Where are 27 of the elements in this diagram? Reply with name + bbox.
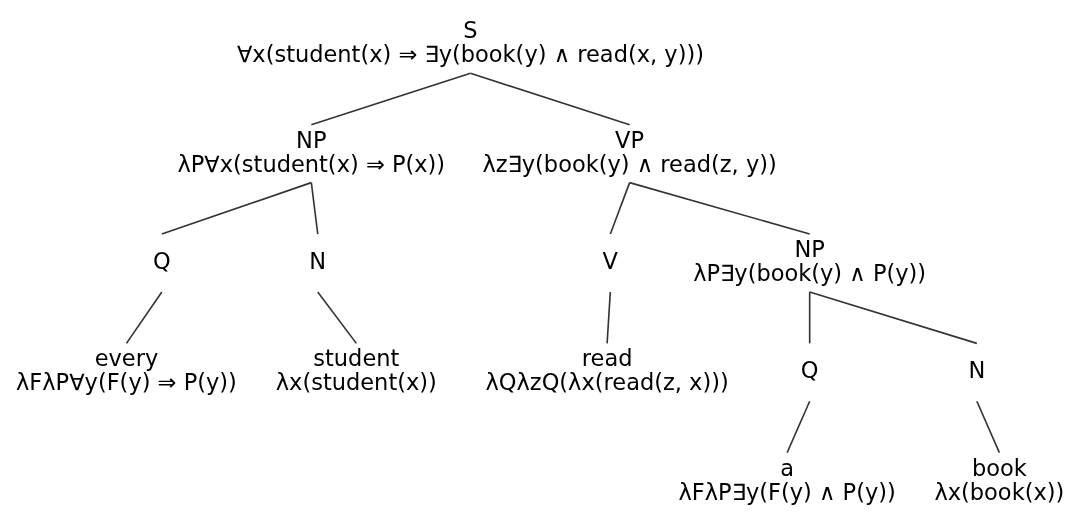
node-text: N <box>309 247 327 274</box>
node-text: S ∀x(student(x) ⇒ ∃y(book(y) ∧ read(x, y))) <box>236 17 704 68</box>
node-text: Q <box>152 247 171 274</box>
connector <box>808 291 978 345</box>
node-text: V <box>602 247 619 274</box>
node-text: VP λz∃y(book(y) ∧ read(z, y)) <box>482 126 777 177</box>
node-text: NP λP∃y(book(y) ∧ P(y)) <box>693 235 927 287</box>
node-text: read λQλzQ(λx(read(z, x))) <box>485 345 729 396</box>
connector <box>316 291 358 345</box>
connector <box>786 400 811 454</box>
connector <box>606 291 612 345</box>
node-text: book λx(book(x)) <box>934 454 1065 505</box>
node-text: Q <box>800 357 819 384</box>
node-text: every λFλP∀y(F(y) ⇒ P(y)) <box>16 345 237 396</box>
connector <box>628 181 811 235</box>
connector <box>976 400 1001 454</box>
node-text: student λx(student(x)) <box>275 345 437 396</box>
node-text: NP λP∀x(student(x) ⇒ P(x)) <box>177 126 446 177</box>
connector <box>469 72 631 126</box>
connector <box>161 181 313 235</box>
connector <box>310 72 472 126</box>
connector <box>310 181 319 235</box>
node-text: N <box>968 357 986 384</box>
connector <box>609 181 631 235</box>
node-text: a λFλP∃y(F(y) ∧ P(y)) <box>678 454 896 505</box>
connector <box>808 291 811 345</box>
connector <box>125 291 163 345</box>
